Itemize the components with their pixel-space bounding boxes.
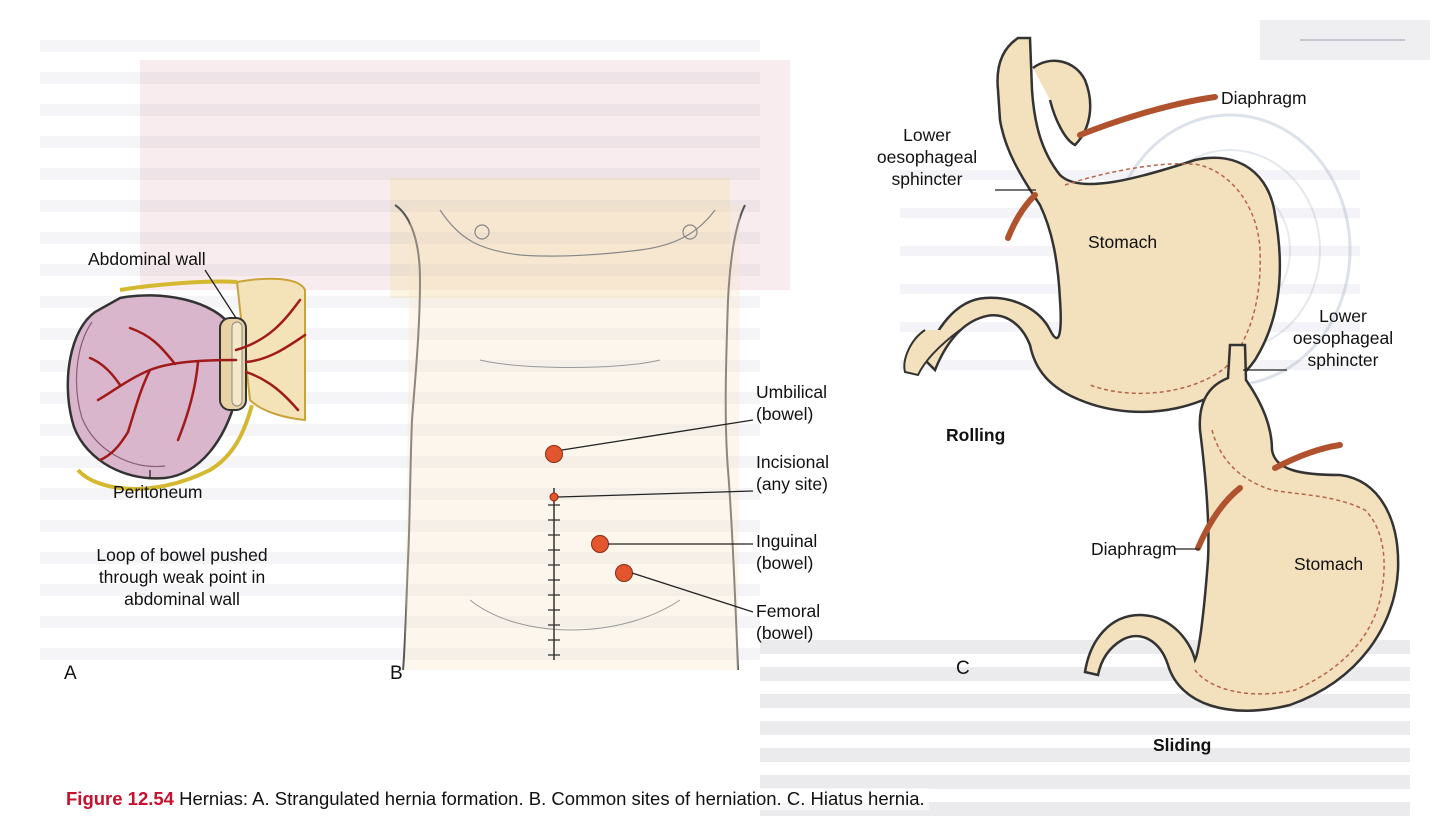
figure-number: Figure 12.54: [66, 788, 174, 809]
panel-a-illustration: [66, 269, 307, 491]
bowel-loop-line-1: Loop of bowel pushed: [96, 545, 268, 565]
incisional-site-marker: [549, 492, 559, 502]
abdominal-wall-layer: [235, 277, 306, 422]
bowel-loop-line-3: abdominal wall: [124, 589, 240, 609]
panel-b-torso: [394, 204, 754, 671]
rolling-stomach-label: Stomach: [1088, 232, 1158, 252]
rolling-diaphragm: [1077, 94, 1218, 138]
sliding-sphincter-label: Lower oesophageal sphincter: [1288, 305, 1398, 371]
femoral-site-label: Femoral (bowel): [756, 600, 820, 644]
rolling-title: Rolling: [946, 425, 1006, 445]
incisional-site-label: Incisional (any site): [756, 451, 829, 495]
sliding-stomach: [1083, 343, 1400, 712]
bowel-loop-line-2: through weak point in: [98, 567, 266, 587]
femoral-note: (bowel): [756, 623, 814, 643]
rolling-sphincter-line-1: Lower: [903, 125, 951, 145]
incisional-name: Incisional: [756, 452, 829, 472]
mesenteric-vessels: [88, 298, 307, 462]
panel-a-letter: A: [64, 663, 77, 684]
sliding-diaphragm-label: Diaphragm: [1091, 539, 1177, 559]
sliding-sphincter-line-1: Lower: [1319, 306, 1367, 326]
torso-outline: [394, 204, 746, 671]
abdominal-wall-leader: [204, 269, 237, 319]
incision-stitches: [548, 504, 560, 656]
inguinal-site-marker: [591, 535, 609, 553]
sliding-stomach-label: Stomach: [1294, 554, 1364, 574]
rolling-diaphragm-label: Diaphragm: [1221, 88, 1307, 108]
rolling-stomach: [923, 36, 1282, 414]
femoral-site-marker: [615, 564, 633, 582]
bowel-loop: [66, 294, 238, 480]
peritoneum-layer: [76, 404, 254, 491]
inguinal-name: Inguinal: [756, 531, 818, 551]
inguinal-site-label: Inguinal (bowel): [756, 530, 817, 574]
abdominal-wall-label: Abdominal wall: [88, 249, 206, 269]
rolling-sphincter-label: Lower oesophageal sphincter: [862, 124, 992, 190]
sliding-title: Sliding: [1153, 735, 1212, 755]
rolling-sphincter-line-3: sphincter: [891, 169, 963, 189]
umbilical-site-label: Umbilical (bowel): [756, 381, 827, 425]
peritoneum-label: Peritoneum: [113, 482, 203, 502]
sliding-sphincter-line-3: sphincter: [1307, 350, 1379, 370]
panel-c-letter: C: [956, 658, 970, 679]
umbilical-site-marker: [545, 445, 563, 463]
sliding-diaphragm: [1195, 485, 1243, 551]
femoral-name: Femoral: [756, 601, 821, 621]
rolling-sphincter-line-2: oesophageal: [876, 147, 978, 167]
inguinal-note: (bowel): [756, 553, 814, 573]
panel-b-letter: B: [390, 663, 403, 684]
panel-c-rolling: [903, 36, 1282, 414]
umbilical-note: (bowel): [756, 404, 814, 424]
figure-caption: Figure 12.54 Hernias: A. Strangulated he…: [62, 788, 929, 810]
peritoneum-layer-upper: [119, 279, 238, 292]
figure-caption-text: Hernias: A. Strangulated hernia formatio…: [179, 788, 925, 809]
rolling-hernia-pouch: [1032, 59, 1092, 147]
umbilical-name: Umbilical: [756, 382, 827, 402]
bowel-loop-caption: Loop of bowel pushed through weak point …: [72, 544, 292, 610]
panel-c-sliding: [1083, 343, 1400, 712]
sliding-sphincter-line-2: oesophageal: [1292, 328, 1394, 348]
site-leaders: [557, 419, 754, 613]
incisional-note: (any site): [756, 474, 828, 494]
